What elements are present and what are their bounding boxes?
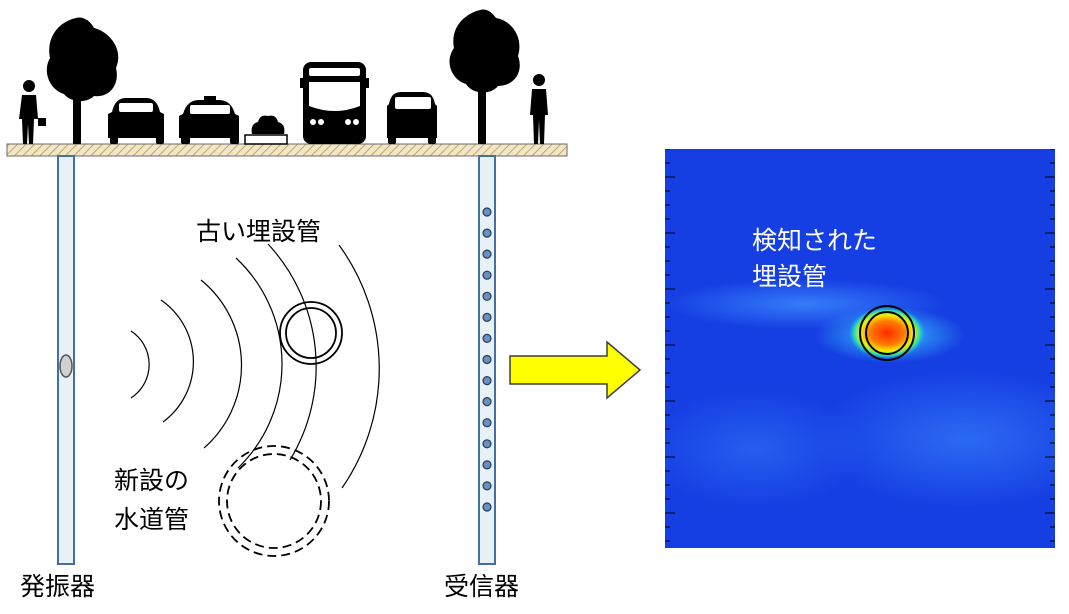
new-pipe-label-line1: 新設の xyxy=(114,466,190,495)
receiver-sensor xyxy=(482,439,492,449)
receiver-sensor xyxy=(482,207,492,217)
new-water-pipe xyxy=(218,445,330,557)
receiver-sensor xyxy=(482,418,492,428)
receiver-sensor xyxy=(482,481,492,491)
receiver-sensor xyxy=(482,354,492,365)
receiver-sensor xyxy=(482,376,492,386)
arrow-right-icon xyxy=(509,340,642,400)
tomography-heatmap xyxy=(665,149,1055,548)
receiver-sensor xyxy=(482,291,492,301)
old-pipe-label: 古い埋設管 xyxy=(196,217,322,246)
transmitter-label: 発振器 xyxy=(20,572,96,601)
wavefronts xyxy=(130,243,380,489)
pedestrian-icon xyxy=(530,74,548,144)
transmitter-source xyxy=(59,354,73,378)
pedestrian-icon xyxy=(19,80,46,144)
receiver-label: 受信器 xyxy=(444,572,520,601)
receiver-sensor xyxy=(482,228,492,238)
detected-label-line2: 埋設管 xyxy=(752,262,828,291)
receiver-sensor-array xyxy=(482,207,492,512)
receiver-sensor xyxy=(482,270,492,280)
new-pipe-label-line2: 水道管 xyxy=(114,505,190,534)
ground-surface xyxy=(6,143,568,157)
receiver-sensor xyxy=(482,502,492,512)
receiver-sensor xyxy=(482,249,492,259)
detected-label-line1: 検知された xyxy=(752,226,878,255)
tree-icon xyxy=(449,9,520,144)
receiver-sensor xyxy=(482,312,492,322)
bush-icon xyxy=(244,115,288,145)
street-scene xyxy=(19,9,548,145)
car-icon xyxy=(179,96,239,144)
detected-pipe-marker xyxy=(859,305,915,361)
receiver-sensor xyxy=(482,333,492,343)
receiver-sensor xyxy=(482,460,492,470)
receiver-sensor xyxy=(482,397,492,407)
old-pipe xyxy=(279,301,343,365)
tree-icon xyxy=(46,17,119,144)
heatmap-axis-ticks xyxy=(665,149,1055,542)
